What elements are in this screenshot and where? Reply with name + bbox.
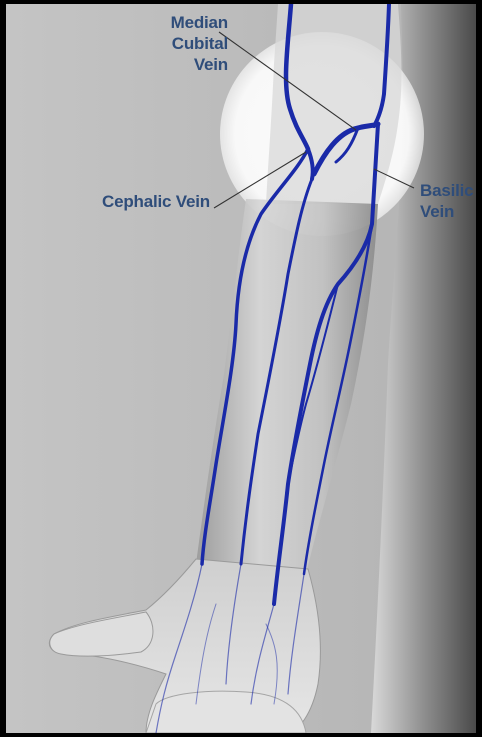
- basilic-vein-label: Basilic Vein: [420, 180, 473, 222]
- arm-vein-illustration: [6, 4, 476, 733]
- median-label-line-1: Median: [156, 12, 228, 33]
- anatomy-panel: Median Cubital Vein Cephalic Vein Basili…: [6, 4, 476, 733]
- median-label-line-2: Cubital: [156, 33, 228, 54]
- basilic-label-line-1: Basilic: [420, 180, 473, 201]
- cephalic-vein-label: Cephalic Vein: [102, 191, 210, 212]
- median-cubital-vein-label: Median Cubital Vein: [156, 12, 228, 75]
- median-label-line-3: Vein: [156, 54, 228, 75]
- basilic-label-line-2: Vein: [420, 201, 473, 222]
